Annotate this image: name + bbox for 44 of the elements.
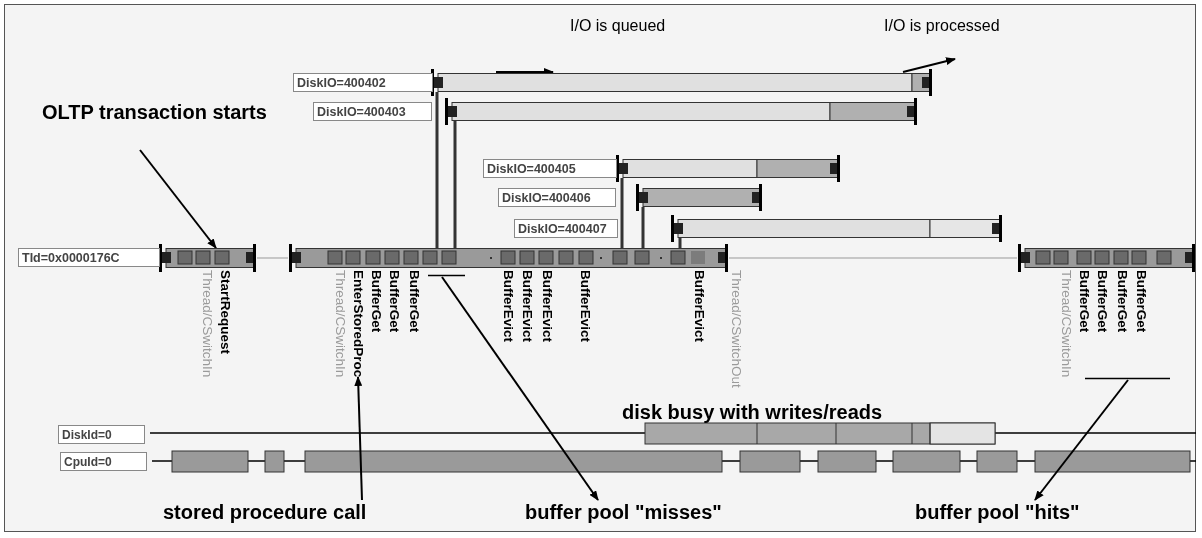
timeline-line <box>256 257 289 259</box>
arrow <box>354 376 363 501</box>
arrow <box>1034 379 1129 501</box>
event-label: BufferEvict <box>520 270 535 342</box>
event-label: BufferGet <box>1115 270 1130 333</box>
annotation-text: disk busy with writes/reads <box>622 400 883 424</box>
connector-line <box>620 178 624 248</box>
label-tag: DiskId=0 <box>58 425 145 444</box>
event-label: BufferGet <box>1095 270 1110 333</box>
event-label: BufferEvict <box>501 270 516 342</box>
annotation-text: OLTP transaction starts <box>42 100 287 150</box>
label-tag: TId=0x0000176C <box>18 248 160 267</box>
label-tag: CpuId=0 <box>60 452 147 471</box>
event-label: BufferEvict <box>692 270 707 342</box>
event-label: EnterStoredProc <box>351 270 366 378</box>
context-switch-label: Thread/CSwitchOut <box>729 270 744 388</box>
context-switch-label: Thread/CSwitchIn <box>200 270 215 378</box>
label-tag: DiskIO=400402 <box>293 73 433 92</box>
connector-line <box>435 92 439 248</box>
annotation-text: I/O is queued <box>570 17 690 39</box>
event-label: BufferGet <box>407 270 422 333</box>
label-tag: DiskIO=400403 <box>313 102 432 121</box>
label-tag: DiskIO=400406 <box>498 188 616 207</box>
context-switch-label: Thread/CSwitchIn <box>333 270 348 378</box>
arrow <box>902 57 956 73</box>
event-label: BufferGet <box>1134 270 1149 333</box>
label-tag: DiskIO=400405 <box>483 159 617 178</box>
event-label: BufferGet <box>387 270 402 333</box>
arrow <box>139 149 217 249</box>
event-label: StartRequest <box>218 270 233 355</box>
label-tag: DiskIO=400407 <box>514 219 618 238</box>
annotation-text: buffer pool "hits" <box>915 500 1185 526</box>
annotation-text: stored procedure call <box>163 500 433 526</box>
connector-line <box>453 121 457 248</box>
event-label: BufferEvict <box>578 270 593 342</box>
timeline-line <box>728 257 1018 259</box>
context-switch-label: Thread/CSwitchIn <box>1059 270 1074 378</box>
connector-line <box>641 207 645 248</box>
event-label: BufferEvict <box>540 270 555 342</box>
connector-line <box>678 238 682 248</box>
event-label: BufferGet <box>1077 270 1092 333</box>
event-label: BufferGet <box>369 270 384 333</box>
annotation-text: I/O is processed <box>884 17 1034 39</box>
annotation-text: buffer pool "misses" <box>525 500 815 526</box>
